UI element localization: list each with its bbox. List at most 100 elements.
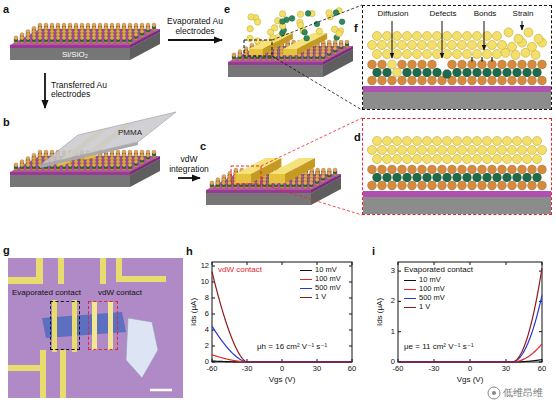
2d-atom: [498, 76, 507, 85]
au-atom: [511, 50, 520, 59]
2d-atom: [110, 163, 114, 167]
au-atom: [393, 137, 402, 146]
evaporated-particle: [305, 11, 311, 17]
au-atom: [514, 34, 523, 43]
au-atom: [478, 146, 487, 155]
tick-mark: [398, 271, 401, 272]
legend-label: 500 mV: [315, 284, 341, 292]
tick-label: 0: [280, 365, 284, 374]
2d-atom: [488, 181, 497, 190]
2d-atom: [56, 36, 60, 40]
axis-title: Ids (μA): [189, 298, 198, 326]
au-atom: [493, 155, 502, 164]
au-atom: [533, 137, 542, 146]
2d-atom: [62, 36, 66, 40]
pmma-sheet: [40, 142, 138, 168]
plot-title: vdW contact: [218, 265, 262, 274]
2d-atom: [508, 60, 517, 69]
evaporated-particle: [336, 30, 342, 36]
legend-line-sample: [404, 307, 416, 308]
au-electrode: [269, 174, 285, 183]
plot-title: Evaporated contact: [404, 265, 473, 274]
2d-atom: [533, 68, 542, 77]
tick-mark: [212, 314, 215, 315]
au-atom: [443, 137, 452, 146]
bond-line: [481, 57, 482, 62]
2d-atom: [368, 60, 377, 69]
au-atom: [413, 155, 422, 164]
tick-mark: [212, 298, 215, 299]
evaporated-particle: [254, 38, 260, 44]
si-substrate: [363, 197, 551, 214]
tick-label: 6: [205, 310, 209, 319]
evaporated-particle: [247, 35, 253, 41]
evaporated-particle: [247, 26, 253, 32]
2d-atom: [128, 36, 132, 40]
tick-mark: [349, 298, 352, 299]
2d-atom: [368, 165, 377, 174]
2d-atom: [74, 36, 78, 40]
2d-atom: [378, 181, 387, 190]
au-atom: [503, 155, 512, 164]
panel-c: c: [200, 140, 345, 208]
au-atom: [453, 137, 462, 146]
watermark-icon: [488, 387, 500, 399]
au-atom: [418, 41, 427, 50]
tick-mark: [542, 262, 543, 265]
au-atom: [398, 146, 407, 155]
evaporated-particle: [339, 19, 345, 25]
au-atom: [383, 137, 392, 146]
legend-label: 10 mV: [419, 276, 441, 284]
tick-mark: [317, 262, 318, 265]
zoom-leader: [272, 56, 362, 110]
2d-atom: [388, 76, 397, 85]
2d-atom: [14, 163, 18, 167]
2d-atom: [393, 173, 402, 182]
au-atom: [468, 41, 477, 50]
2d-atom: [418, 76, 427, 85]
iv-curves: [212, 268, 542, 362]
2d-atom: [146, 26, 150, 30]
2d-atom: [448, 181, 457, 190]
2d-atom: [216, 181, 220, 185]
2d-atom: [32, 163, 36, 167]
image-ground: [8, 258, 183, 398]
2d-atom: [333, 46, 337, 50]
2d-atom: [74, 163, 78, 167]
au-atom: [373, 50, 382, 59]
2d-atom: [428, 60, 437, 69]
au-atom: [413, 32, 422, 41]
tick-mark: [349, 330, 352, 331]
callout-label: Diffusion: [378, 9, 409, 18]
legend-label: 500 mV: [419, 294, 445, 302]
au-atom: [403, 50, 412, 59]
si-substrate: [10, 175, 130, 187]
au-atom: [388, 146, 397, 155]
arrow-label: vdW integration: [165, 155, 213, 175]
panel-b: bPMMA: [3, 108, 178, 200]
tick-mark: [212, 346, 215, 347]
au-atom: [524, 28, 533, 37]
2d-atom: [327, 171, 331, 175]
tick-label: -30: [429, 365, 440, 374]
au-atom: [378, 41, 387, 50]
optical-image: [8, 258, 183, 398]
2d-atom: [538, 165, 547, 174]
sio2-layer: [311, 174, 341, 193]
2d-atom: [428, 165, 437, 174]
au-atom: [413, 50, 422, 59]
au-atom: [498, 41, 507, 50]
2d-atom: [238, 53, 242, 57]
2d-atom: [44, 36, 48, 40]
2d-atom: [413, 173, 422, 182]
legend-item: 10 mV: [300, 266, 337, 274]
tick-mark: [349, 314, 352, 315]
tick-mark: [539, 331, 542, 332]
contact-region: Evaporated contact: [12, 288, 92, 350]
legend-item: 1 V: [300, 293, 326, 301]
2d-atom: [503, 68, 512, 77]
panels: [8, 5, 551, 399]
axis-title: Vgs (V): [269, 375, 296, 384]
2d-atom: [134, 33, 138, 37]
